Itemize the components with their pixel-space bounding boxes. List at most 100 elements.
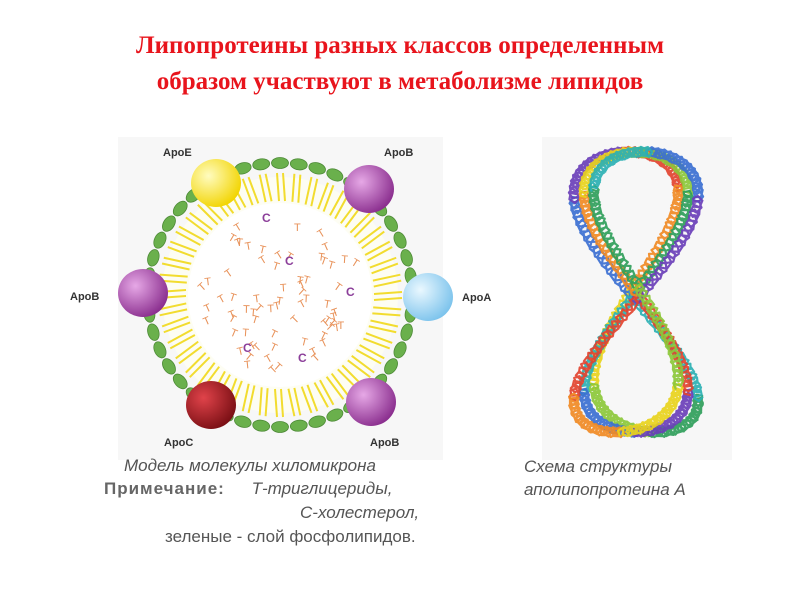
apoC-protein bbox=[186, 381, 236, 429]
phospholipid-tail bbox=[163, 321, 191, 334]
helix-segment bbox=[588, 145, 654, 193]
helix-segment bbox=[568, 195, 642, 306]
triglyceride-marker: T bbox=[228, 327, 239, 341]
triglyceride-marker: T bbox=[268, 341, 279, 355]
phospholipid-head bbox=[147, 249, 160, 267]
triglyceride-marker: T bbox=[321, 240, 332, 254]
phospholipid-tail bbox=[274, 388, 278, 418]
phospholipid-tail bbox=[159, 273, 188, 278]
phospholipid-head bbox=[393, 341, 407, 359]
phospholipid-tail bbox=[258, 174, 267, 203]
triglyceride-marker: T bbox=[204, 276, 212, 289]
phospholipid-tail bbox=[185, 352, 207, 374]
phospholipid-tail bbox=[304, 176, 313, 205]
note-triglycerides: Т-триглицериды, bbox=[251, 479, 393, 498]
triglyceride-marker: T bbox=[268, 328, 280, 342]
phospholipid-tail bbox=[276, 172, 280, 202]
apoB-label-top: ApoB bbox=[384, 147, 413, 159]
phospholipid-tail bbox=[351, 355, 375, 374]
phospholipid-tail bbox=[373, 279, 402, 288]
triglyceride-marker: T bbox=[202, 302, 213, 316]
helix-segment bbox=[578, 289, 639, 397]
phospholipid-tail bbox=[178, 345, 203, 365]
apolipoprotein-caption-line-2: аполипопротеина А bbox=[524, 480, 686, 499]
phospholipid-tail bbox=[258, 387, 263, 416]
apolipoprotein-caption-line-1: Схема структуры bbox=[524, 457, 673, 476]
helix-segment bbox=[568, 392, 626, 439]
triglyceride-marker: T bbox=[249, 307, 257, 320]
phospholipid-head bbox=[308, 415, 326, 428]
slide-title: Липопротеины разных классов определенным… bbox=[40, 28, 760, 100]
triglyceride-marker: T bbox=[302, 274, 312, 287]
triglyceride-marker: T bbox=[341, 254, 349, 266]
phospholipid-tail bbox=[293, 387, 302, 416]
phospholipid-tail bbox=[347, 359, 371, 378]
apolipoprotein-a-ribbon bbox=[567, 145, 705, 439]
phospholipid-tail bbox=[241, 383, 250, 412]
phospholipid-tails bbox=[157, 172, 403, 418]
phospholipid-head bbox=[326, 408, 344, 422]
triglyceride-marker: T bbox=[303, 293, 311, 305]
slide-title-line-1: Липопротеины разных классов определенным bbox=[135, 32, 665, 59]
triglyceride-marker: T bbox=[280, 282, 288, 294]
phospholipid-head bbox=[271, 157, 289, 169]
phospholipid-tail bbox=[355, 349, 382, 365]
phospholipid-tail bbox=[241, 178, 254, 206]
phospholipid-tail bbox=[369, 256, 397, 269]
phospholipid-head bbox=[162, 215, 176, 232]
phospholipid-tail bbox=[291, 173, 296, 202]
phospholipid-tail bbox=[371, 262, 399, 275]
phospholipid-tail bbox=[197, 362, 216, 386]
apoC-label: ApoC bbox=[164, 437, 193, 449]
triglyceride-marker: T bbox=[326, 259, 336, 272]
note-label: Примечание: bbox=[104, 479, 225, 498]
helix-segment bbox=[644, 146, 705, 204]
triglyceride-marker: T bbox=[308, 345, 320, 359]
phospholipid-tail bbox=[310, 178, 319, 207]
phospholipid-head bbox=[326, 168, 344, 182]
phospholipid-head bbox=[234, 415, 252, 428]
triglyceride-marker: T bbox=[329, 311, 339, 324]
phospholipid-head bbox=[393, 231, 407, 249]
phospholipid-tail bbox=[169, 334, 196, 350]
helix-segment bbox=[616, 380, 684, 438]
apoB-label-bottom: ApoB bbox=[370, 437, 399, 449]
triglyceride-marker: T bbox=[319, 337, 330, 351]
triglyceride-marker: T bbox=[253, 293, 262, 306]
phospholipid-head bbox=[252, 419, 271, 432]
phospholipid-tail bbox=[297, 174, 302, 203]
apoB-protein-top bbox=[344, 165, 394, 213]
phospholipid-head bbox=[147, 323, 160, 341]
phospholipid-tail bbox=[363, 337, 391, 350]
phospholipid-tail bbox=[300, 386, 313, 414]
triglyceride-marker: T bbox=[299, 336, 309, 349]
triglyceride-marker: T bbox=[227, 308, 238, 322]
phospholipid-tail bbox=[189, 356, 211, 378]
phospholipid-tail bbox=[175, 340, 199, 360]
cholesterol-marker: C bbox=[285, 254, 294, 268]
phospholipid-tail bbox=[178, 225, 205, 241]
triglyceride-marker: T bbox=[294, 222, 301, 234]
phospholipid-tail bbox=[163, 256, 192, 265]
helix-segment bbox=[632, 388, 694, 438]
triglyceride-marker: T bbox=[272, 300, 282, 313]
triglyceride-marker: T bbox=[317, 330, 329, 344]
phospholipid-tail bbox=[282, 172, 286, 202]
triglyceride-marker: T bbox=[267, 303, 275, 315]
phospholipid-tail bbox=[167, 246, 195, 258]
phospholipid-head bbox=[172, 373, 188, 390]
phospholipid-tail bbox=[280, 388, 284, 418]
phospholipid-head bbox=[289, 158, 308, 171]
phospholipid-tail bbox=[373, 291, 403, 295]
triglyceride-marker: T bbox=[202, 315, 213, 329]
phospholipid-head bbox=[162, 358, 176, 375]
phospholipid-tail bbox=[325, 376, 345, 400]
phospholipid-tail bbox=[329, 190, 345, 216]
cholesterol-marker: C bbox=[243, 341, 252, 355]
triglyceride-marker: T bbox=[297, 297, 309, 311]
phospholipid-tail bbox=[185, 216, 209, 235]
phospholipid-tail bbox=[169, 240, 197, 253]
phospholipid-tail bbox=[167, 328, 193, 344]
phospholipid-tail bbox=[370, 319, 399, 328]
